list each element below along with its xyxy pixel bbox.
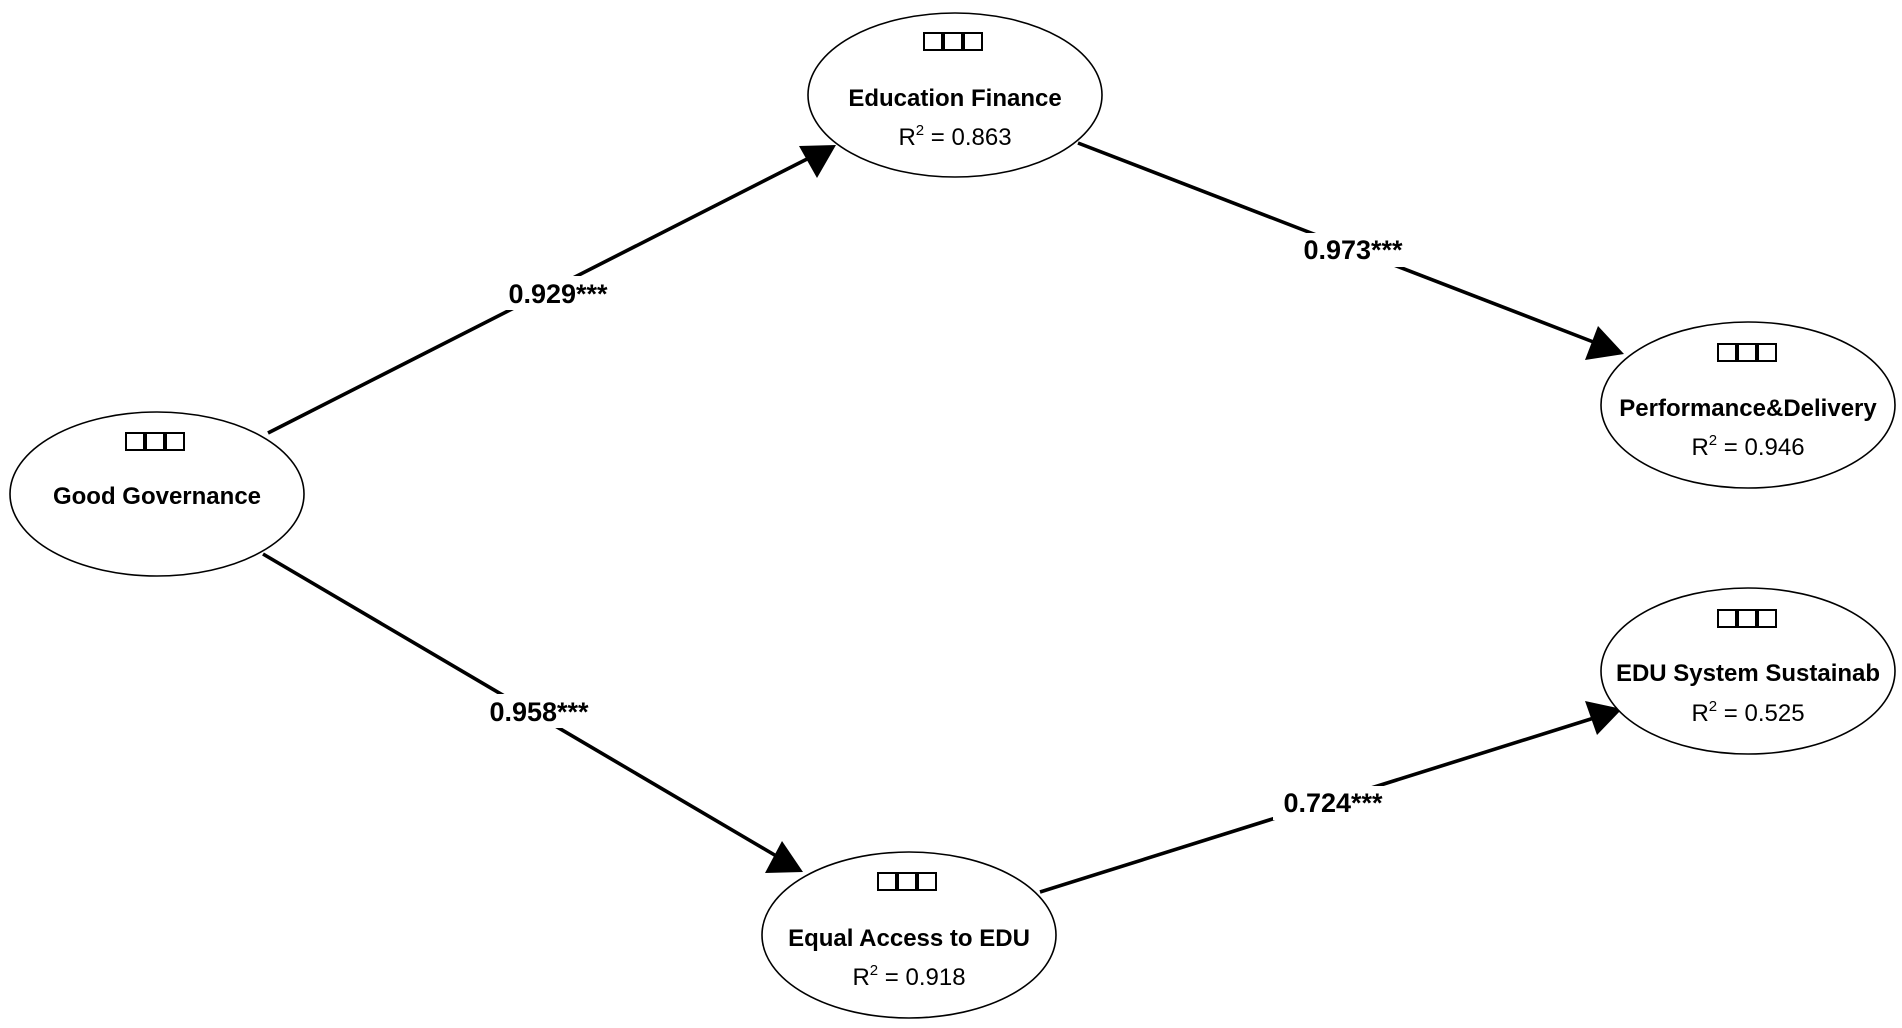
node-name: Education Finance <box>848 85 1061 112</box>
node-name: Equal Access to EDU <box>788 925 1030 952</box>
node-name: Performance&Delivery <box>1619 395 1877 422</box>
edge-label-0973: 0.973*** <box>1303 235 1403 265</box>
indicator-boxes-icon <box>125 432 185 451</box>
edge-equal-access-to-edu-system: 0.724*** <box>1039 701 1622 894</box>
edge-label-0958: 0.958*** <box>489 697 589 727</box>
arrow-head-icon <box>1585 326 1624 360</box>
arrow-head-icon <box>765 841 803 873</box>
node-equal-access-to-edu[interactable]: Equal Access to EDU R2 = 0.918 <box>761 851 1057 1019</box>
edge-good-governance-to-education-finance: 0.929*** <box>267 145 836 435</box>
node-name: Good Governance <box>53 483 261 510</box>
r-squared-label: R2 = 0.525 <box>1691 698 1804 727</box>
indicator-boxes-icon <box>1717 343 1777 362</box>
node-good-governance[interactable]: Good Governance <box>9 411 305 577</box>
edge-label-0929: 0.929*** <box>508 279 608 309</box>
edge-label-0724: 0.724*** <box>1283 788 1383 818</box>
edge-good-governance-to-equal-access: 0.958*** <box>262 552 803 873</box>
node-education-finance[interactable]: Education Finance R2 = 0.863 <box>807 12 1103 178</box>
edge-education-finance-to-performance-delivery: 0.973*** <box>1077 141 1624 360</box>
arrow-head-icon <box>799 145 836 178</box>
node-name: EDU System Sustainab <box>1616 660 1880 687</box>
r-squared-label: R2 = 0.863 <box>898 122 1011 151</box>
node-edu-system-sustainab[interactable]: EDU System Sustainab R2 = 0.525 <box>1600 587 1896 755</box>
indicator-boxes-icon <box>877 872 937 891</box>
indicator-boxes-icon <box>1717 609 1777 628</box>
node-performance-delivery[interactable]: Performance&Delivery R2 = 0.946 <box>1600 321 1896 489</box>
indicator-boxes-icon <box>923 32 983 51</box>
r-squared-label: R2 = 0.918 <box>852 962 965 991</box>
arrow-head-icon <box>1585 701 1622 735</box>
r-squared-label: R2 = 0.946 <box>1691 432 1804 461</box>
